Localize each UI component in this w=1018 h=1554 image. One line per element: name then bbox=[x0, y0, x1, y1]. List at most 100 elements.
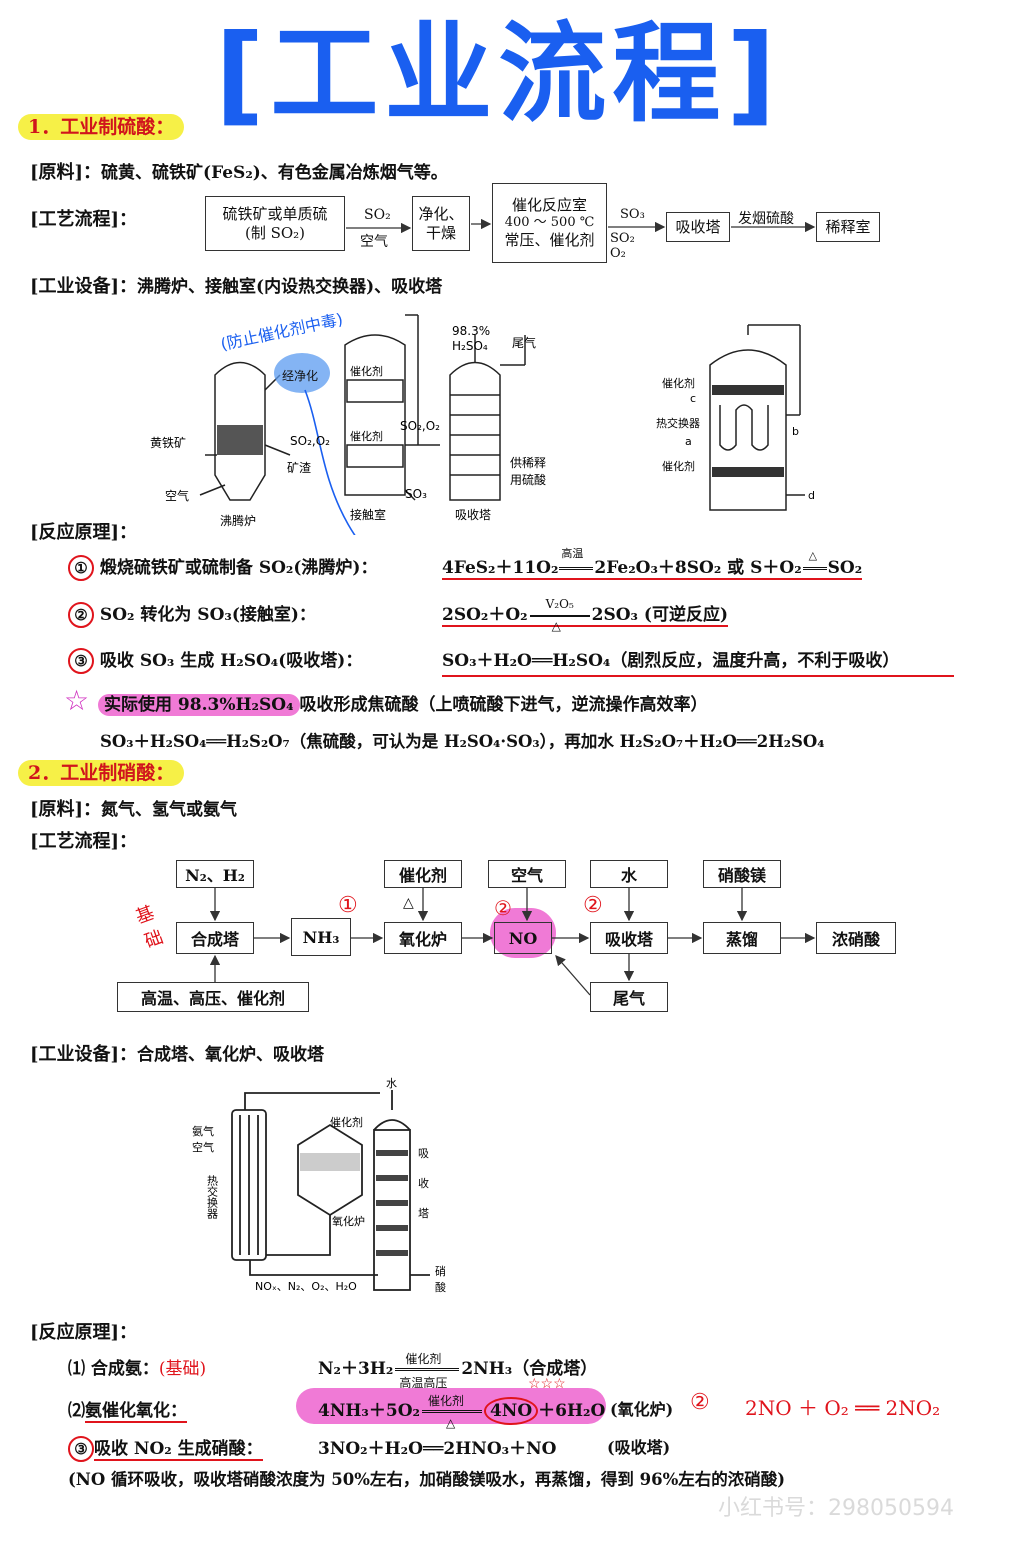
flow-box-no: NO bbox=[494, 922, 552, 954]
equation-condition: 高温 bbox=[561, 547, 584, 560]
equation-condition: △ bbox=[445, 1416, 456, 1430]
s2-reaction-3-location: (吸收塔) bbox=[607, 1438, 671, 1457]
reaction-text: 合成氨： bbox=[90, 1359, 159, 1379]
diagram-label: 催化剂 bbox=[662, 376, 695, 390]
equip-text: 沸腾炉、接触室(内设热交换器)、吸收塔 bbox=[137, 277, 443, 297]
contact-chamber-drawing bbox=[344, 314, 440, 501]
diagram-label: NOₓ、N₂、O₂、H₂O bbox=[255, 1280, 357, 1293]
reaction-highlight bbox=[296, 1388, 606, 1424]
flow-text: 硫铁矿或单质硫 bbox=[222, 204, 328, 223]
s2-reaction-2: ⑵氨催化氧化： bbox=[68, 1396, 187, 1423]
equip-label: [工业设备]： bbox=[30, 1044, 138, 1065]
diagram-label: 供稀释 bbox=[510, 456, 546, 470]
equation-part: 4NH₃＋5O₂ bbox=[318, 1401, 420, 1421]
equation-part: 4FeS₂＋11O₂ bbox=[442, 558, 559, 578]
section-1-heading: 1．工业制硫酸： bbox=[18, 112, 185, 140]
flow-box-air: 空气 bbox=[488, 860, 566, 888]
star-icons: ☆☆☆ bbox=[528, 1376, 566, 1392]
s1-equipment-diagram: (防止催化剂中毒) 经净化 黄铁矿 空气 矿渣 SO₂,O₂ 沸腾炉 催化剂 催… bbox=[150, 309, 815, 535]
diagram-label: d bbox=[808, 489, 815, 502]
diagram-label: c bbox=[690, 392, 696, 405]
s2-principle-label: [反应原理]： bbox=[30, 1322, 138, 1343]
equation-condition: 高温高压 bbox=[399, 1376, 448, 1390]
diagram-label: 用硫酸 bbox=[510, 472, 546, 487]
reaction-number: ③ bbox=[68, 648, 94, 674]
s2-reaction-3-equation: 3NO₂＋H₂O══2HNO₃＋NO bbox=[318, 1439, 557, 1459]
diagram-label: 吸收塔 bbox=[455, 508, 491, 522]
equation-part: ＋6H₂O bbox=[538, 1401, 606, 1421]
s2-equipment: [工业设备]：合成塔、氧化炉、吸收塔 bbox=[30, 1040, 324, 1066]
handwritten-mark: ② bbox=[494, 896, 512, 920]
diagram-label: H₂SO₄ bbox=[452, 339, 488, 353]
handwritten-mark: ② bbox=[583, 893, 603, 918]
flow-arrow-label: SO₂ O₂ bbox=[610, 231, 635, 261]
equation-part: 2NH₃（合成塔） bbox=[461, 1359, 598, 1379]
flow-box-mgno3: 硝酸镁 bbox=[703, 860, 781, 888]
s1-reaction-3-equation: SO₃＋H₂O══H₂SO₄（剧烈反应，温度升高，不利于吸收） bbox=[442, 646, 954, 677]
raw-text: 硫黄、硫铁矿(FeS₂)、有色金属冶炼烟气等。 bbox=[101, 163, 448, 183]
s1-principle-label: [反应原理]： bbox=[30, 522, 138, 543]
flow-arrow-label: 空气 bbox=[360, 234, 388, 250]
s2-reaction-1: ⑴ 合成氨：(基础) bbox=[68, 1354, 206, 1379]
diagram-label: 热交换器 bbox=[206, 1175, 219, 1220]
flow-box-conditions: 高温、高压、催化剂 bbox=[117, 982, 309, 1012]
diagram-label: 催化剂 bbox=[350, 429, 383, 443]
diagram-label: 硝 bbox=[435, 1265, 446, 1278]
reaction-number: ⑵ bbox=[68, 1401, 85, 1421]
equation-condition: △ bbox=[808, 549, 818, 562]
flow-box-conc-acid: 浓硝酸 bbox=[816, 922, 896, 954]
s1-reaction-2: ② SO₂ 转化为 SO₃(接触室)： bbox=[68, 600, 316, 628]
diagram-label: 催化剂 bbox=[350, 364, 383, 378]
diagram-label: 氧化炉 bbox=[332, 1214, 365, 1228]
equation-part: 4NO bbox=[483, 1397, 539, 1425]
flow-arrows bbox=[209, 888, 816, 996]
furnace-drawing bbox=[199, 361, 291, 501]
diagram-label: 空气 bbox=[165, 488, 189, 503]
handwritten-equation: 2NO ＋ O₂ ══ 2NO₂ bbox=[745, 1396, 941, 1420]
equation-part: 2Fe₂O₃＋8SO₂ 或 S＋O₂ bbox=[594, 558, 802, 578]
diagram-label: SO₂,O₂ bbox=[400, 419, 440, 433]
flow-box-distill: 蒸馏 bbox=[703, 922, 781, 954]
blue-connector bbox=[304, 389, 356, 535]
s1-process-label: [工艺流程]： bbox=[30, 209, 138, 230]
diagram-label: 酸 bbox=[435, 1280, 446, 1294]
flow-box-n2h2: N₂、H₂ bbox=[176, 860, 254, 888]
flow-text: 干燥 bbox=[425, 223, 456, 242]
diagram-label: b bbox=[792, 425, 799, 438]
s1-raw-materials: [原料]：硫黄、硫铁矿(FeS₂)、有色金属冶炼烟气等。 bbox=[30, 158, 448, 184]
equip-label: [工业设备]： bbox=[30, 276, 138, 297]
flow-box-oxidizer: 氧化炉 bbox=[384, 922, 462, 954]
diagram-label: (防止催化剂中毒) bbox=[219, 309, 345, 353]
diagram-label: a bbox=[685, 435, 692, 448]
reaction-text: 煅烧硫铁矿或硫制备 SO₂(沸腾炉)： bbox=[99, 558, 378, 578]
handwritten-mark: ① bbox=[338, 893, 358, 918]
diagram-label: 收 bbox=[418, 1176, 429, 1190]
flow-box-absorber: 吸收塔 bbox=[590, 922, 668, 954]
s2-equipment-diagram: 水 氨气 空气 热交换器 催化剂 氧化炉 吸 收 塔 NOₓ、N₂、O₂、H₂O… bbox=[192, 1077, 446, 1294]
raw-label: [原料]： bbox=[30, 162, 102, 183]
page-title: [工业流程] bbox=[215, 12, 782, 137]
flow-arrows bbox=[346, 218, 816, 234]
diagram-label: 矿渣 bbox=[287, 461, 311, 475]
star-icon: ☆ bbox=[64, 684, 90, 717]
reaction-number: ② bbox=[68, 602, 94, 628]
flow-text: 净化、 bbox=[418, 204, 464, 223]
s1-reaction-3: ③ 吸收 SO₃ 生成 H₂SO₄(吸收塔)： bbox=[68, 646, 362, 674]
s2-raw-materials: [原料]：氮气、氢气或氨气 bbox=[30, 795, 237, 821]
flow-arrow-label: SO₂ bbox=[364, 207, 391, 223]
purify-highlight bbox=[274, 353, 330, 393]
reaction-number: ① bbox=[68, 555, 94, 581]
diagram-label: 水 bbox=[386, 1077, 397, 1090]
diagram-label: 吸 bbox=[418, 1147, 429, 1160]
flow-box-water: 水 bbox=[590, 860, 668, 888]
equip-text: 合成塔、氧化炉、吸收塔 bbox=[137, 1045, 325, 1065]
heading-highlight: 2．工业制硝酸： bbox=[18, 760, 185, 786]
diagram-label: 热交换器 bbox=[656, 416, 700, 430]
absorber-plates bbox=[376, 1150, 408, 1256]
diagram-label: 尾气 bbox=[512, 335, 536, 350]
flow-delta: △ bbox=[403, 895, 414, 911]
